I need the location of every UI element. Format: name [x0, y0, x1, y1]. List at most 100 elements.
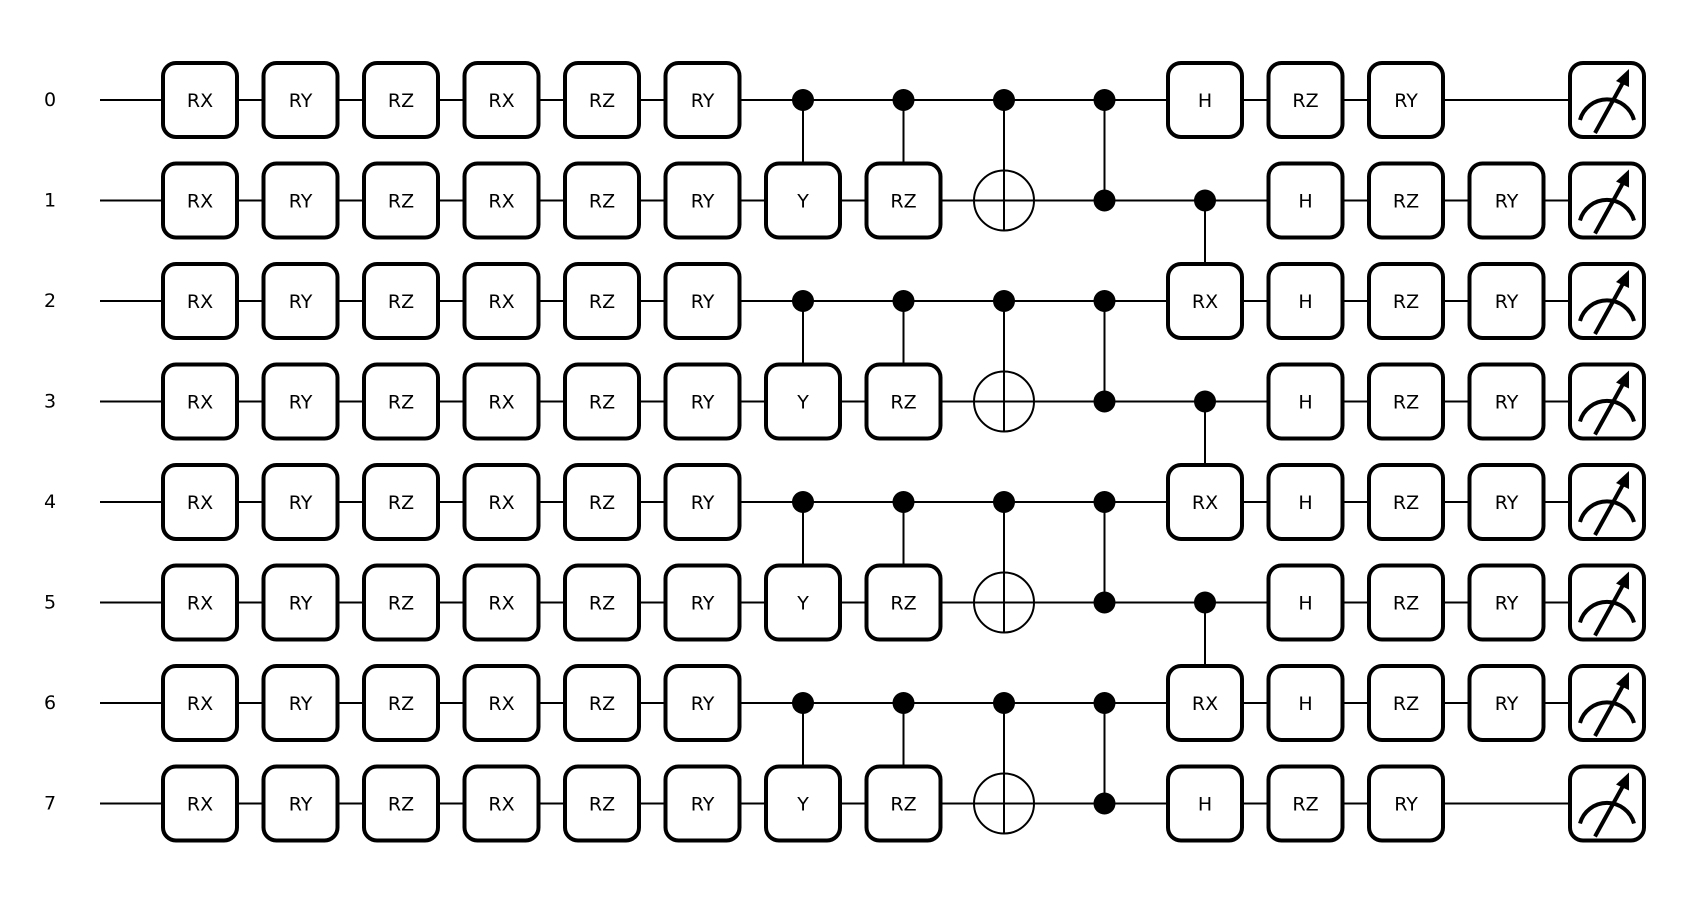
- op-gate-col0-1: RX: [161, 161, 239, 240]
- gate-rz-w7-c2-box: [362, 764, 440, 843]
- gate-rx-w0-c3-label: RX: [488, 90, 514, 112]
- gate-rz-w7-c11-label: RZ: [1292, 794, 1318, 816]
- gate-rz-w0-c2-box: [362, 61, 440, 139]
- op-gate-col1-5: RY: [261, 563, 340, 642]
- op-gate-col2-1: RZ: [362, 161, 440, 240]
- gate-rz-w5-c2-label: RZ: [388, 593, 414, 615]
- op-measure-col14-6: [1568, 664, 1646, 742]
- gate-ry-w3-c5-box: [663, 362, 742, 441]
- op-cnot-col8-3: [973, 692, 1035, 835]
- op-gate-col5-3: RY: [663, 362, 742, 441]
- op-gate-col13-2: RY: [1467, 362, 1546, 441]
- gate-rz-w1-c2-box: [362, 161, 440, 240]
- gate-h-w5-c11-box: [1266, 563, 1345, 642]
- gate-ry-w4-c5-box: [663, 463, 742, 541]
- op-gate-col5-7: RY: [663, 764, 742, 843]
- measure-icon: [1578, 370, 1636, 436]
- gate-rz-w6-c2-box: [362, 664, 440, 742]
- op-controlled-col10-2: RX: [1166, 390, 1244, 541]
- op-measure-col14-2: [1568, 262, 1646, 340]
- gate-ry-w0-c5-label: RY: [691, 90, 715, 112]
- gate-ry-w0-c1-box: [261, 61, 340, 139]
- op-gate-col13-0: RY: [1467, 161, 1546, 240]
- gate-rz-w6-c4-label: RZ: [589, 693, 615, 715]
- gate-h-w2-c11-label: H: [1298, 291, 1312, 313]
- op-gate-col0-7: RX: [161, 764, 239, 843]
- measure-icon: [1578, 69, 1636, 134]
- gate-rz-w7-c4-box: [563, 764, 641, 843]
- op-gate-col2-3: RZ: [362, 362, 440, 441]
- op-controlled-col10-3: RX: [1166, 591, 1244, 742]
- op-gate-col4-2: RZ: [563, 262, 641, 340]
- gate-rx-w3-c3-box: [462, 362, 541, 441]
- op-gate-col3-6: RX: [462, 664, 541, 742]
- gate-rx-w6-c3-box: [462, 664, 541, 742]
- gate-rz-w2-c4-box: [563, 262, 641, 340]
- op-gate-col4-3: RZ: [563, 362, 641, 441]
- op-cnot-col8-2: [973, 491, 1035, 634]
- gate-rz-w2-c12-box: [1367, 262, 1445, 340]
- op-gate-col3-7: RX: [462, 764, 541, 843]
- gate-ry-w2-c13-box: [1467, 262, 1546, 340]
- controlled-rx-w6-c10-label: RX: [1192, 693, 1218, 715]
- controlled-y-w5-c6-label: Y: [796, 593, 809, 615]
- gate-rx-w5-c0-label: RX: [187, 593, 213, 615]
- gate-h-w7-c10-box: [1166, 764, 1244, 843]
- gate-rz-w3-c2-label: RZ: [388, 392, 414, 414]
- gate-ry-w5-c13-box: [1467, 563, 1546, 642]
- control-dot-w6-c6: [792, 692, 814, 714]
- op-gate-col2-0: RZ: [362, 61, 440, 139]
- op-gate-col3-2: RX: [462, 262, 541, 340]
- gate-rz-w0-c2-label: RZ: [388, 90, 414, 112]
- op-gate-col4-7: RZ: [563, 764, 641, 843]
- gate-rz-w7-c11-box: [1266, 764, 1345, 843]
- controlled-rx-w6-c10-box: [1166, 664, 1244, 742]
- op-controlled-col10-1: RX: [1166, 189, 1244, 340]
- gate-ry-w0-c1-label: RY: [289, 90, 313, 112]
- gate-rz-w4-c2-box: [362, 463, 440, 541]
- gate-rx-w4-c3-label: RX: [488, 492, 514, 514]
- op-gate-col13-3: RY: [1467, 463, 1546, 541]
- op-gate-col10-4: H: [1166, 764, 1244, 843]
- gate-h-w1-c11-label: H: [1298, 191, 1312, 213]
- control-dot-w2-c6: [792, 290, 814, 312]
- gate-rz-w4-c12-box: [1367, 463, 1445, 541]
- op-cz-col9-0: [1093, 89, 1116, 212]
- op-gate-col13-5: RY: [1467, 664, 1546, 742]
- gate-rx-w2-c0-label: RX: [187, 291, 213, 313]
- op-gate-col11-4: H: [1266, 463, 1345, 541]
- op-controlled-col7-2: RZ: [864, 491, 943, 642]
- gate-ry-w5-c13-label: RY: [1495, 593, 1519, 615]
- gate-ry-w7-c1-label: RY: [289, 794, 313, 816]
- gate-ry-w1-c13-box: [1467, 161, 1546, 240]
- controlled-rx-w4-c10-box: [1166, 463, 1244, 541]
- op-gate-col4-1: RZ: [563, 161, 641, 240]
- op-gate-col12-6: RZ: [1367, 664, 1445, 742]
- control-dot-w4-c6: [792, 491, 814, 513]
- op-gate-col1-1: RY: [261, 161, 340, 240]
- control-dot-w2-c7: [892, 290, 915, 312]
- wire-label-7: 7: [44, 793, 56, 815]
- measure-icon: [1578, 571, 1636, 637]
- op-gate-col0-5: RX: [161, 563, 239, 642]
- op-gate-col1-4: RY: [261, 463, 340, 541]
- gate-rx-w7-c3-label: RX: [488, 794, 514, 816]
- op-gate-col0-4: RX: [161, 463, 239, 541]
- gate-ry-w7-c1-box: [261, 764, 340, 843]
- gate-ry-w4-c13-box: [1467, 463, 1546, 541]
- gate-h-w4-c11-box: [1266, 463, 1345, 541]
- controlled-y-w1-c6-box: [764, 161, 842, 240]
- gate-ry-w3-c5-label: RY: [691, 392, 715, 414]
- op-gate-col5-4: RY: [663, 463, 742, 541]
- gate-rz-w0-c11-label: RZ: [1292, 90, 1318, 112]
- gate-rx-w2-c3-label: RX: [488, 291, 514, 313]
- wire-label-2: 2: [44, 290, 56, 312]
- control-dot-w0-c6: [792, 89, 814, 111]
- gate-rz-w4-c4-label: RZ: [589, 492, 615, 514]
- gate-rz-w2-c4-label: RZ: [589, 291, 615, 313]
- op-gate-col12-5: RZ: [1367, 563, 1445, 642]
- operations-layer: RX RX RX RX RX RX RX RX RY RY RY RY RY RY RY RY RZ RZ RZ RZ…: [161, 61, 1646, 843]
- controlled-rz-w7-c7-box: [864, 764, 943, 843]
- op-gate-col12-1: RZ: [1367, 161, 1445, 240]
